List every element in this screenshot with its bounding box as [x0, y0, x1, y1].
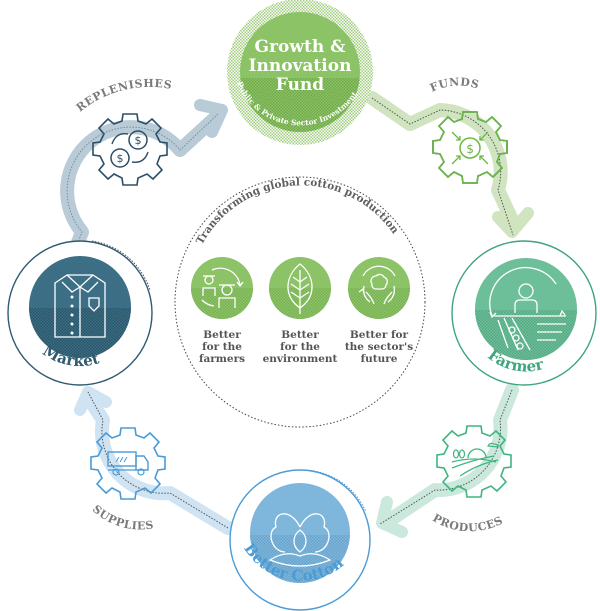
gear-dollar-inward-icon: $: [432, 111, 508, 184]
benefit-sector-line3: future: [361, 353, 398, 365]
replenishes-arrow: [60, 99, 228, 265]
hands-cotton-icon: [358, 265, 396, 305]
center-panel: Transforming global cotton production Be…: [174, 176, 426, 428]
farmer-ring-dotted: [533, 241, 597, 311]
benefit-farmers-line1: Better: [203, 329, 241, 341]
shirt-icon: [54, 274, 106, 338]
produces-label: PRODUCES: [430, 511, 505, 534]
benefit-environment-line3: environment: [263, 353, 338, 365]
fund-title-line1: Growth &: [255, 37, 347, 57]
farmer-field-icon: [489, 267, 566, 351]
farmer-node: Farmer: [451, 240, 597, 386]
gear-truck-icon: [90, 427, 166, 500]
better-cotton-node: Better Cotton: [229, 469, 371, 611]
market-node: Market: [7, 240, 153, 386]
farmers-cycle-icon: [201, 267, 244, 308]
benefit-sector-line2: the sector's: [345, 341, 413, 353]
gear-farmland-icon: [436, 425, 512, 498]
benefit-environment-line1: Better: [281, 329, 319, 341]
leaf-icon: [287, 263, 313, 314]
fund-title-line3: Fund: [276, 75, 324, 95]
benefit-farmers-line2: for the: [202, 341, 242, 353]
benefit-farmers: Better for the farmers: [191, 257, 253, 365]
svg-text:$: $: [466, 142, 474, 156]
growth-innovation-fund: Growth & Innovation Fund Public & Privat…: [227, 0, 373, 145]
fund-title-line2: Innovation: [249, 56, 352, 76]
benefit-farmers-line3: farmers: [199, 353, 245, 365]
cotton-boll-icon: [268, 513, 332, 567]
svg-text:$: $: [135, 134, 142, 147]
replenishes-label: REPLENISHES: [74, 77, 173, 115]
cotton-ring-dotted: [304, 469, 367, 513]
funds-label: FUNDS: [428, 75, 481, 94]
benefit-environment-line2: for the: [280, 341, 320, 353]
produces-arrow: [376, 383, 519, 538]
benefit-sector-future: Better for the sector's future: [345, 257, 413, 365]
gear-money-exchange-icon: $ $: [92, 113, 168, 186]
benefit-sector-line1: Better for: [350, 329, 409, 341]
svg-text:$: $: [117, 152, 124, 165]
benefit-environment: Better for the environment: [263, 257, 338, 365]
supplies-label: SUPPLIES: [90, 502, 155, 532]
market-ring-dotted: [91, 240, 151, 291]
center-caption: Transforming global cotton production: [194, 176, 401, 246]
